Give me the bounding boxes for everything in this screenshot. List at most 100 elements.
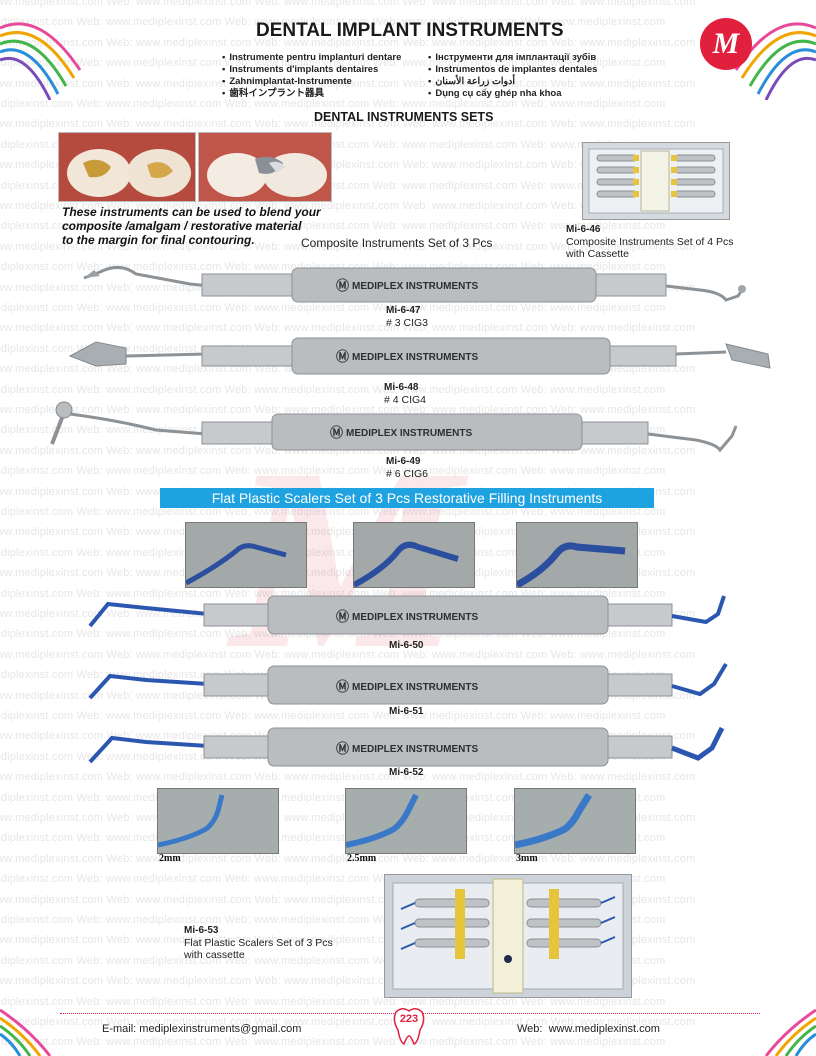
handle-brand: MEDIPLEX INSTRUMENTS [352, 281, 478, 292]
svg-text:Ⓜ: Ⓜ [336, 609, 349, 624]
product-code: Mi-6-46 [566, 224, 601, 235]
product-code: Mi-6-48 [384, 382, 419, 393]
brand-logo: M [700, 18, 752, 70]
watermark-text: www.mediplexinst.com Web: www.mediplexin… [0, 465, 666, 478]
usage-note-line: These instruments can be used to blend y… [62, 205, 321, 219]
tip-size-label: 2mm [159, 853, 181, 864]
product-code: Mi-6-53 [184, 925, 219, 936]
watermark-text: www.mediplexinst.com Web: www.mediplexin… [0, 1016, 696, 1028]
product-code: Mi-6-52 [389, 767, 424, 778]
language-item: أدوات زراعة الأسنان [428, 76, 597, 88]
corner-decoration-top-left [0, 22, 82, 100]
tip-closeup-image [516, 522, 638, 588]
email-label: E-mail: [102, 1023, 137, 1035]
tip-closeup-image [345, 788, 467, 854]
product-desc: Flat Plastic Scalers Set of 3 Pcs [184, 937, 333, 949]
page-number: 223 [399, 1013, 419, 1025]
handle-brand: MEDIPLEX INSTRUMENTS [352, 612, 478, 623]
product-label: Mi-6-48 # 4 CIG4 [384, 382, 426, 406]
svg-text:Ⓜ: Ⓜ [330, 425, 343, 440]
product-label: Mi-6-49 # 6 CIG6 [386, 456, 428, 480]
watermark-text: www.mediplexinst.com Web: www.mediplexin… [0, 200, 696, 212]
product-desc: with cassette [184, 949, 245, 961]
language-item: Dụng cụ cấy ghép nha khoa [428, 88, 597, 100]
handle-brand: MEDIPLEX INSTRUMENTS [352, 352, 478, 363]
product-label: Mi-6-51 [389, 706, 423, 718]
tooth-photo-composite [198, 132, 332, 202]
watermark-text: www.mediplexinst.com Web: www.mediplexin… [0, 1036, 666, 1049]
usage-note: These instruments can be used to blend y… [62, 205, 321, 247]
watermark-text: www.mediplexinst.com Web: www.mediplexin… [0, 220, 666, 233]
product-desc: with Cassette [566, 248, 630, 260]
watermark-text: www.mediplexinst.com Web: www.mediplexin… [0, 383, 666, 396]
svg-text:Ⓜ: Ⓜ [336, 278, 349, 293]
product-code: Mi-6-50 [389, 640, 424, 651]
tip-closeup-image [185, 522, 307, 588]
watermark-text: www.mediplexinst.com Web: www.mediplexin… [0, 648, 696, 661]
product-code: Mi-6-47 [386, 305, 421, 316]
cassette-label: Mi-6-53 Flat Plastic Scalers Set of 3 Pc… [184, 925, 333, 961]
language-item: Instruments d'implants dentaires [222, 64, 401, 76]
watermark-text: www.mediplexinst.com Web: www.mediplexin… [0, 240, 696, 253]
watermark-text: www.mediplexinst.com Web: www.mediplexin… [0, 0, 696, 8]
product-desc: # 3 CIG3 [386, 317, 429, 329]
cassette-label: Mi-6-46 Composite Instruments Set of 4 P… [566, 224, 734, 260]
tooth-photo-amalgam [58, 132, 196, 202]
composite-cassette-image [582, 142, 730, 220]
web-link[interactable]: www.mediplexinst.com [548, 1023, 660, 1035]
watermark-text: www.mediplexinst.com Web: www.mediplexin… [0, 36, 696, 49]
watermark-text: www.mediplexinst.com Web: www.mediplexin… [0, 404, 696, 416]
flat-cassette-image [384, 874, 632, 998]
flat-scaler-image: Ⓜ MEDIPLEX INSTRUMENTS [88, 662, 728, 705]
watermark-text: www.mediplexinst.com Web: www.mediplexin… [0, 995, 666, 1008]
product-code: Mi-6-49 [386, 456, 421, 467]
tip-closeup-image [353, 522, 475, 588]
language-item: Інструменти для імплантації зубів [428, 52, 597, 64]
product-desc: # 4 CIG4 [384, 394, 427, 406]
composite-instrument-image: Ⓜ MEDIPLEX INSTRUMENTS [83, 266, 746, 303]
product-desc: Composite Instruments Set of 4 Pcs [566, 236, 734, 248]
footer-email: E-mail: mediplexinstruments@gmail.com [102, 1023, 301, 1035]
product-code: Mi-6-51 [389, 706, 424, 717]
handle-brand: MEDIPLEX INSTRUMENTS [352, 682, 478, 693]
svg-text:Ⓜ: Ⓜ [336, 679, 349, 694]
language-item: 歯科インプラント器具 [222, 88, 401, 100]
tip-size-label: 2.5mm [347, 853, 377, 864]
flat-scaler-image: Ⓜ MEDIPLEX INSTRUMENTS [88, 726, 725, 767]
language-item: Instrumentos de implantes dentales [428, 64, 597, 76]
email-link[interactable]: mediplexinstruments@gmail.com [139, 1023, 302, 1035]
composite-instrument-image: Ⓜ MEDIPLEX INSTRUMENTS [50, 401, 738, 453]
product-label: Mi-6-47 # 3 CIG3 [386, 305, 428, 329]
usage-note-line: to the margin for final contouring. [62, 233, 255, 247]
flat-scalers-banner: Flat Plastic Scalers Set of 3 Pcs Restor… [160, 488, 654, 508]
watermark-text: www.mediplexinst.com Web: www.mediplexin… [0, 710, 666, 722]
watermark-text: www.mediplexinst.com Web: www.mediplexin… [0, 322, 696, 335]
tip-size-label: 3mm [516, 853, 538, 864]
composite-set-title: Composite Instruments Set of 3 Pcs [301, 236, 493, 250]
language-item: Zahnimplantat-Instrumente [222, 76, 401, 88]
watermark-text: www.mediplexinst.com Web: www.mediplexin… [0, 118, 696, 131]
watermark-text: www.mediplexinst.com Web: www.mediplexin… [0, 302, 666, 314]
watermark-text: www.mediplexinst.com Web: www.mediplexin… [0, 852, 696, 865]
language-item: Instrumente pentru implanturi dentare [222, 52, 401, 64]
watermark-text: www.mediplexinst.com Web: www.mediplexin… [0, 98, 666, 110]
handle-brand: MEDIPLEX INSTRUMENTS [346, 428, 472, 439]
tip-closeup-image [157, 788, 279, 854]
tip-closeup-image [514, 788, 636, 854]
corner-decoration-bottom-right [764, 1008, 816, 1056]
composite-instrument-image: Ⓜ MEDIPLEX INSTRUMENTS [68, 337, 771, 375]
tooth-icon [393, 1008, 425, 1046]
usage-note-line: composite /amalgam / restorative materia… [62, 219, 302, 233]
product-label: Mi-6-52 [389, 767, 423, 779]
corner-decoration-bottom-left [0, 1008, 52, 1056]
language-list-left: Instrumente pentru implanturi dentare In… [222, 52, 401, 100]
section-subtitle: DENTAL INSTRUMENTS SETS [314, 110, 494, 124]
watermark-text: www.mediplexinst.com Web: www.mediplexin… [0, 506, 666, 518]
flat-scaler-image: Ⓜ MEDIPLEX INSTRUMENTS [88, 595, 726, 635]
language-list-right: Інструменти для імплантації зубів Instru… [428, 52, 597, 100]
svg-text:Ⓜ: Ⓜ [336, 349, 349, 364]
svg-text:Ⓜ: Ⓜ [336, 741, 349, 756]
watermark-text: www.mediplexinst.com Web: www.mediplexin… [0, 546, 666, 559]
web-label: Web: [517, 1023, 543, 1035]
handle-brand: MEDIPLEX INSTRUMENTS [352, 744, 478, 755]
